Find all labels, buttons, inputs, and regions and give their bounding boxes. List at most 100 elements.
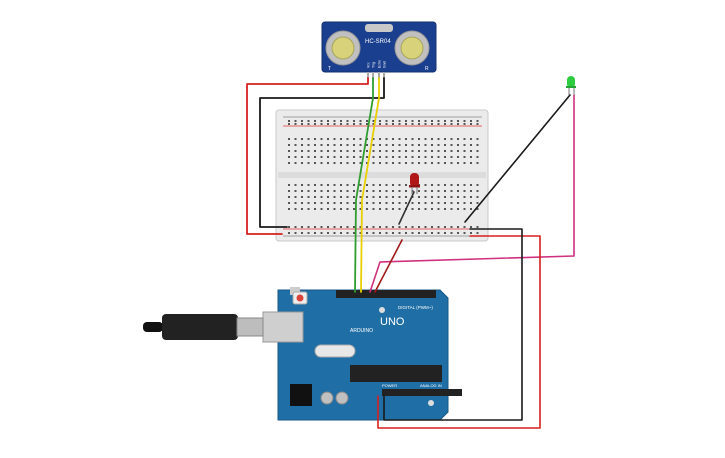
- breadboard-hole[interactable]: [301, 138, 303, 140]
- breadboard-hole[interactable]: [307, 196, 310, 198]
- breadboard-hole[interactable]: [353, 226, 355, 228]
- breadboard-hole[interactable]: [437, 144, 440, 146]
- breadboard-hole[interactable]: [418, 123, 420, 125]
- breadboard-hole[interactable]: [470, 138, 472, 140]
- sensor-pin[interactable]: [378, 72, 380, 79]
- breadboard-hole[interactable]: [392, 184, 394, 186]
- breadboard-hole[interactable]: [327, 208, 329, 210]
- breadboard-hole[interactable]: [431, 232, 433, 234]
- breadboard-hole[interactable]: [307, 162, 310, 164]
- usb-port[interactable]: [262, 311, 304, 343]
- breadboard-hole[interactable]: [340, 138, 342, 140]
- breadboard-hole[interactable]: [314, 184, 316, 186]
- breadboard-hole[interactable]: [340, 156, 342, 158]
- breadboard-hole[interactable]: [307, 123, 310, 125]
- breadboard-hole[interactable]: [333, 232, 336, 234]
- breadboard-hole[interactable]: [372, 138, 375, 140]
- breadboard-hole[interactable]: [470, 156, 472, 158]
- breadboard-hole[interactable]: [372, 196, 375, 198]
- breadboard-hole[interactable]: [353, 232, 355, 234]
- breadboard-hole[interactable]: [379, 156, 381, 158]
- breadboard-hole[interactable]: [288, 150, 290, 152]
- breadboard-hole[interactable]: [424, 120, 427, 122]
- breadboard-hole[interactable]: [431, 202, 433, 204]
- sensor-pin[interactable]: [367, 72, 369, 79]
- breadboard-hole[interactable]: [301, 226, 303, 228]
- breadboard-hole[interactable]: [372, 150, 375, 152]
- breadboard-hole[interactable]: [398, 232, 401, 234]
- breadboard-hole[interactable]: [307, 184, 310, 186]
- breadboard-hole[interactable]: [307, 232, 310, 234]
- breadboard-hole[interactable]: [372, 226, 375, 228]
- breadboard-hole[interactable]: [372, 156, 375, 158]
- breadboard-hole[interactable]: [444, 156, 446, 158]
- breadboard-hole[interactable]: [418, 150, 420, 152]
- breadboard-hole[interactable]: [444, 120, 446, 122]
- breadboard-hole[interactable]: [450, 184, 453, 186]
- breadboard-hole[interactable]: [340, 232, 342, 234]
- breadboard-hole[interactable]: [294, 138, 297, 140]
- breadboard-hole[interactable]: [353, 184, 355, 186]
- breadboard-hole[interactable]: [418, 208, 420, 210]
- breadboard-hole[interactable]: [359, 202, 362, 204]
- arduino-board[interactable]: UNO ARDUINO DIGITAL (PWM~) POWER ANALOG …: [262, 287, 462, 421]
- breadboard-hole[interactable]: [392, 150, 394, 152]
- breadboard-hole[interactable]: [411, 150, 414, 152]
- breadboard-hole[interactable]: [301, 232, 303, 234]
- breadboard-hole[interactable]: [411, 123, 414, 125]
- breadboard-hole[interactable]: [405, 162, 407, 164]
- breadboard-hole[interactable]: [340, 196, 342, 198]
- breadboard-hole[interactable]: [398, 190, 401, 192]
- breadboard-hole[interactable]: [294, 190, 297, 192]
- breadboard-hole[interactable]: [424, 208, 427, 210]
- breadboard-hole[interactable]: [444, 150, 446, 152]
- breadboard-hole[interactable]: [437, 208, 440, 210]
- breadboard-hole[interactable]: [470, 184, 472, 186]
- breadboard-hole[interactable]: [294, 202, 297, 204]
- breadboard-hole[interactable]: [450, 208, 453, 210]
- breadboard-hole[interactable]: [307, 120, 310, 122]
- breadboard-hole[interactable]: [320, 162, 323, 164]
- breadboard-hole[interactable]: [320, 123, 323, 125]
- breadboard-hole[interactable]: [385, 208, 388, 210]
- breadboard-hole[interactable]: [353, 156, 355, 158]
- breadboard-hole[interactable]: [463, 123, 466, 125]
- breadboard-hole[interactable]: [424, 226, 427, 228]
- breadboard-hole[interactable]: [398, 150, 401, 152]
- breadboard-hole[interactable]: [450, 196, 453, 198]
- breadboard-hole[interactable]: [359, 196, 362, 198]
- breadboard-hole[interactable]: [411, 162, 414, 164]
- breadboard-hole[interactable]: [385, 150, 388, 152]
- breadboard-hole[interactable]: [424, 156, 427, 158]
- breadboard-hole[interactable]: [392, 144, 394, 146]
- breadboard-hole[interactable]: [405, 120, 407, 122]
- breadboard-hole[interactable]: [470, 162, 472, 164]
- breadboard-hole[interactable]: [320, 156, 323, 158]
- breadboard-hole[interactable]: [444, 226, 446, 228]
- breadboard-hole[interactable]: [398, 156, 401, 158]
- breadboard-hole[interactable]: [372, 208, 375, 210]
- breadboard-hole[interactable]: [333, 184, 336, 186]
- breadboard-hole[interactable]: [353, 202, 355, 204]
- breadboard-hole[interactable]: [314, 190, 316, 192]
- breadboard-hole[interactable]: [457, 208, 459, 210]
- breadboard-hole[interactable]: [457, 138, 459, 140]
- breadboard-hole[interactable]: [359, 226, 362, 228]
- breadboard-hole[interactable]: [411, 120, 414, 122]
- breadboard-hole[interactable]: [307, 190, 310, 192]
- breadboard-hole[interactable]: [392, 202, 394, 204]
- breadboard-hole[interactable]: [424, 196, 427, 198]
- breadboard-hole[interactable]: [385, 156, 388, 158]
- breadboard-hole[interactable]: [424, 190, 427, 192]
- breadboard-hole[interactable]: [470, 196, 472, 198]
- breadboard-hole[interactable]: [314, 232, 316, 234]
- breadboard-hole[interactable]: [385, 196, 388, 198]
- breadboard-hole[interactable]: [476, 190, 479, 192]
- breadboard-hole[interactable]: [457, 202, 459, 204]
- breadboard-hole[interactable]: [353, 190, 355, 192]
- breadboard-hole[interactable]: [340, 184, 342, 186]
- breadboard-hole[interactable]: [411, 144, 414, 146]
- breadboard-hole[interactable]: [340, 150, 342, 152]
- breadboard-hole[interactable]: [463, 150, 466, 152]
- breadboard-hole[interactable]: [379, 196, 381, 198]
